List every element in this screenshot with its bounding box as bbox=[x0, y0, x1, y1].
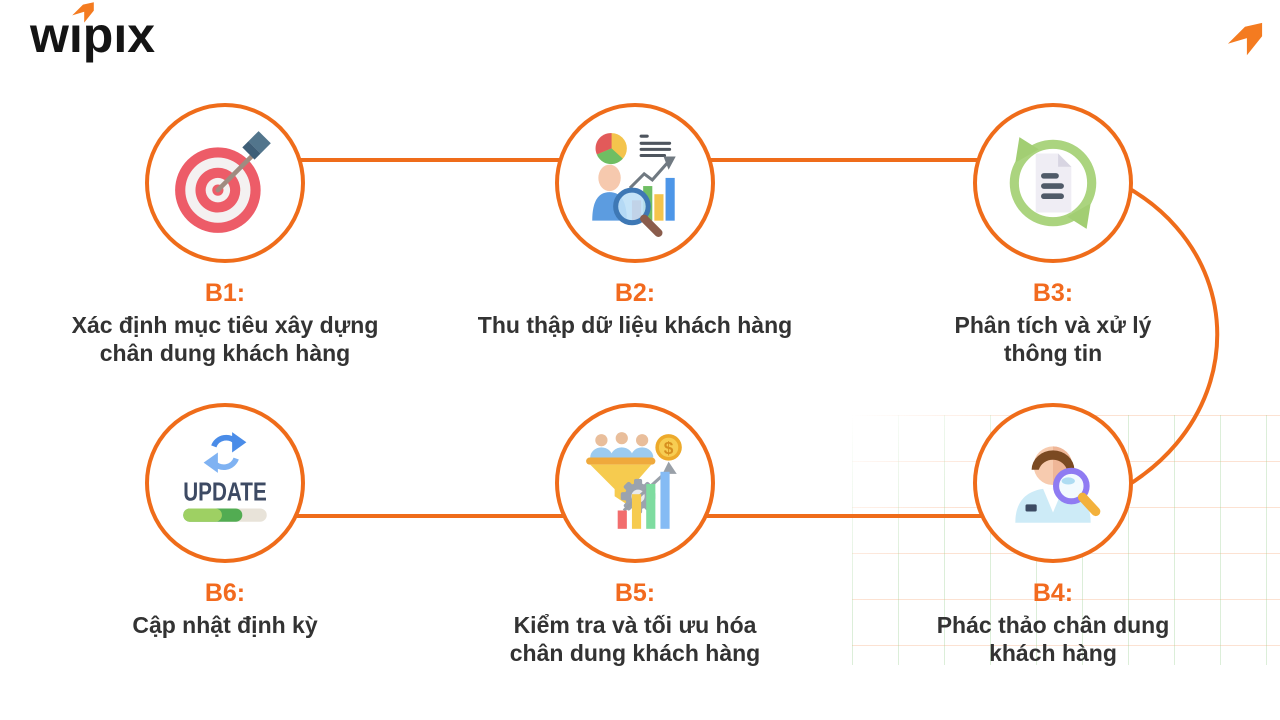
persona-magnifier-icon bbox=[1015, 446, 1101, 523]
step-label-b2: B2: Thu thập dữ liệu khách hàng bbox=[415, 279, 855, 339]
step-label-b3: B3: Phân tích và xử lý thông tin bbox=[833, 279, 1273, 367]
step-id: B4: bbox=[1032, 579, 1074, 607]
update-label: UPDATE bbox=[183, 478, 266, 506]
step-circle-b6: UPDATE bbox=[145, 403, 305, 563]
step-circle-b4 bbox=[973, 403, 1133, 563]
step-circle-b1 bbox=[145, 103, 305, 263]
update-progress-icon: UPDATE bbox=[183, 432, 267, 522]
step-id: B5: bbox=[614, 579, 656, 607]
step-label-b5: B5: Kiểm tra và tối ưu hóa chân dung khá… bbox=[415, 579, 855, 667]
funnel-optimization-icon: $ bbox=[586, 432, 682, 529]
step-text: Xác định mục tiêu xây dựng chân dung khá… bbox=[71, 312, 379, 366]
step-text: Kiểm tra và tối ưu hóa chân dung khách h… bbox=[509, 612, 761, 666]
coin-dollar-symbol: $ bbox=[664, 438, 674, 458]
top-right-flag-icon bbox=[1227, 22, 1263, 56]
step-circle-b2 bbox=[555, 103, 715, 263]
target-dart-icon bbox=[175, 131, 271, 233]
step-id: B3: bbox=[1032, 279, 1074, 307]
document-process-cycle-icon bbox=[1009, 137, 1097, 229]
step-text: Phác thảo chân dung khách hàng bbox=[936, 612, 1170, 666]
step-circle-b3 bbox=[973, 103, 1133, 263]
step-label-b6: B6: Cập nhật định kỳ bbox=[5, 579, 445, 639]
step-label-b4: B4: Phác thảo chân dung khách hàng bbox=[833, 579, 1273, 667]
step-text: Thu thập dữ liệu khách hàng bbox=[477, 312, 793, 338]
brand-logo: wıpıx bbox=[30, 2, 156, 63]
step-circle-b5: $ bbox=[555, 403, 715, 563]
brand-flag-icon bbox=[72, 2, 94, 23]
brand-logo-text: wıpıx bbox=[30, 7, 156, 63]
step-text: Phân tích và xử lý thông tin bbox=[954, 312, 1152, 366]
step-label-b1: B1: Xác định mục tiêu xây dựng chân dung… bbox=[5, 279, 445, 367]
customer-data-research-icon bbox=[592, 133, 676, 237]
step-id: B1: bbox=[204, 279, 246, 307]
step-text: Cập nhật định kỳ bbox=[132, 612, 318, 638]
step-id: B2: bbox=[614, 279, 656, 307]
step-id: B6: bbox=[204, 579, 246, 607]
